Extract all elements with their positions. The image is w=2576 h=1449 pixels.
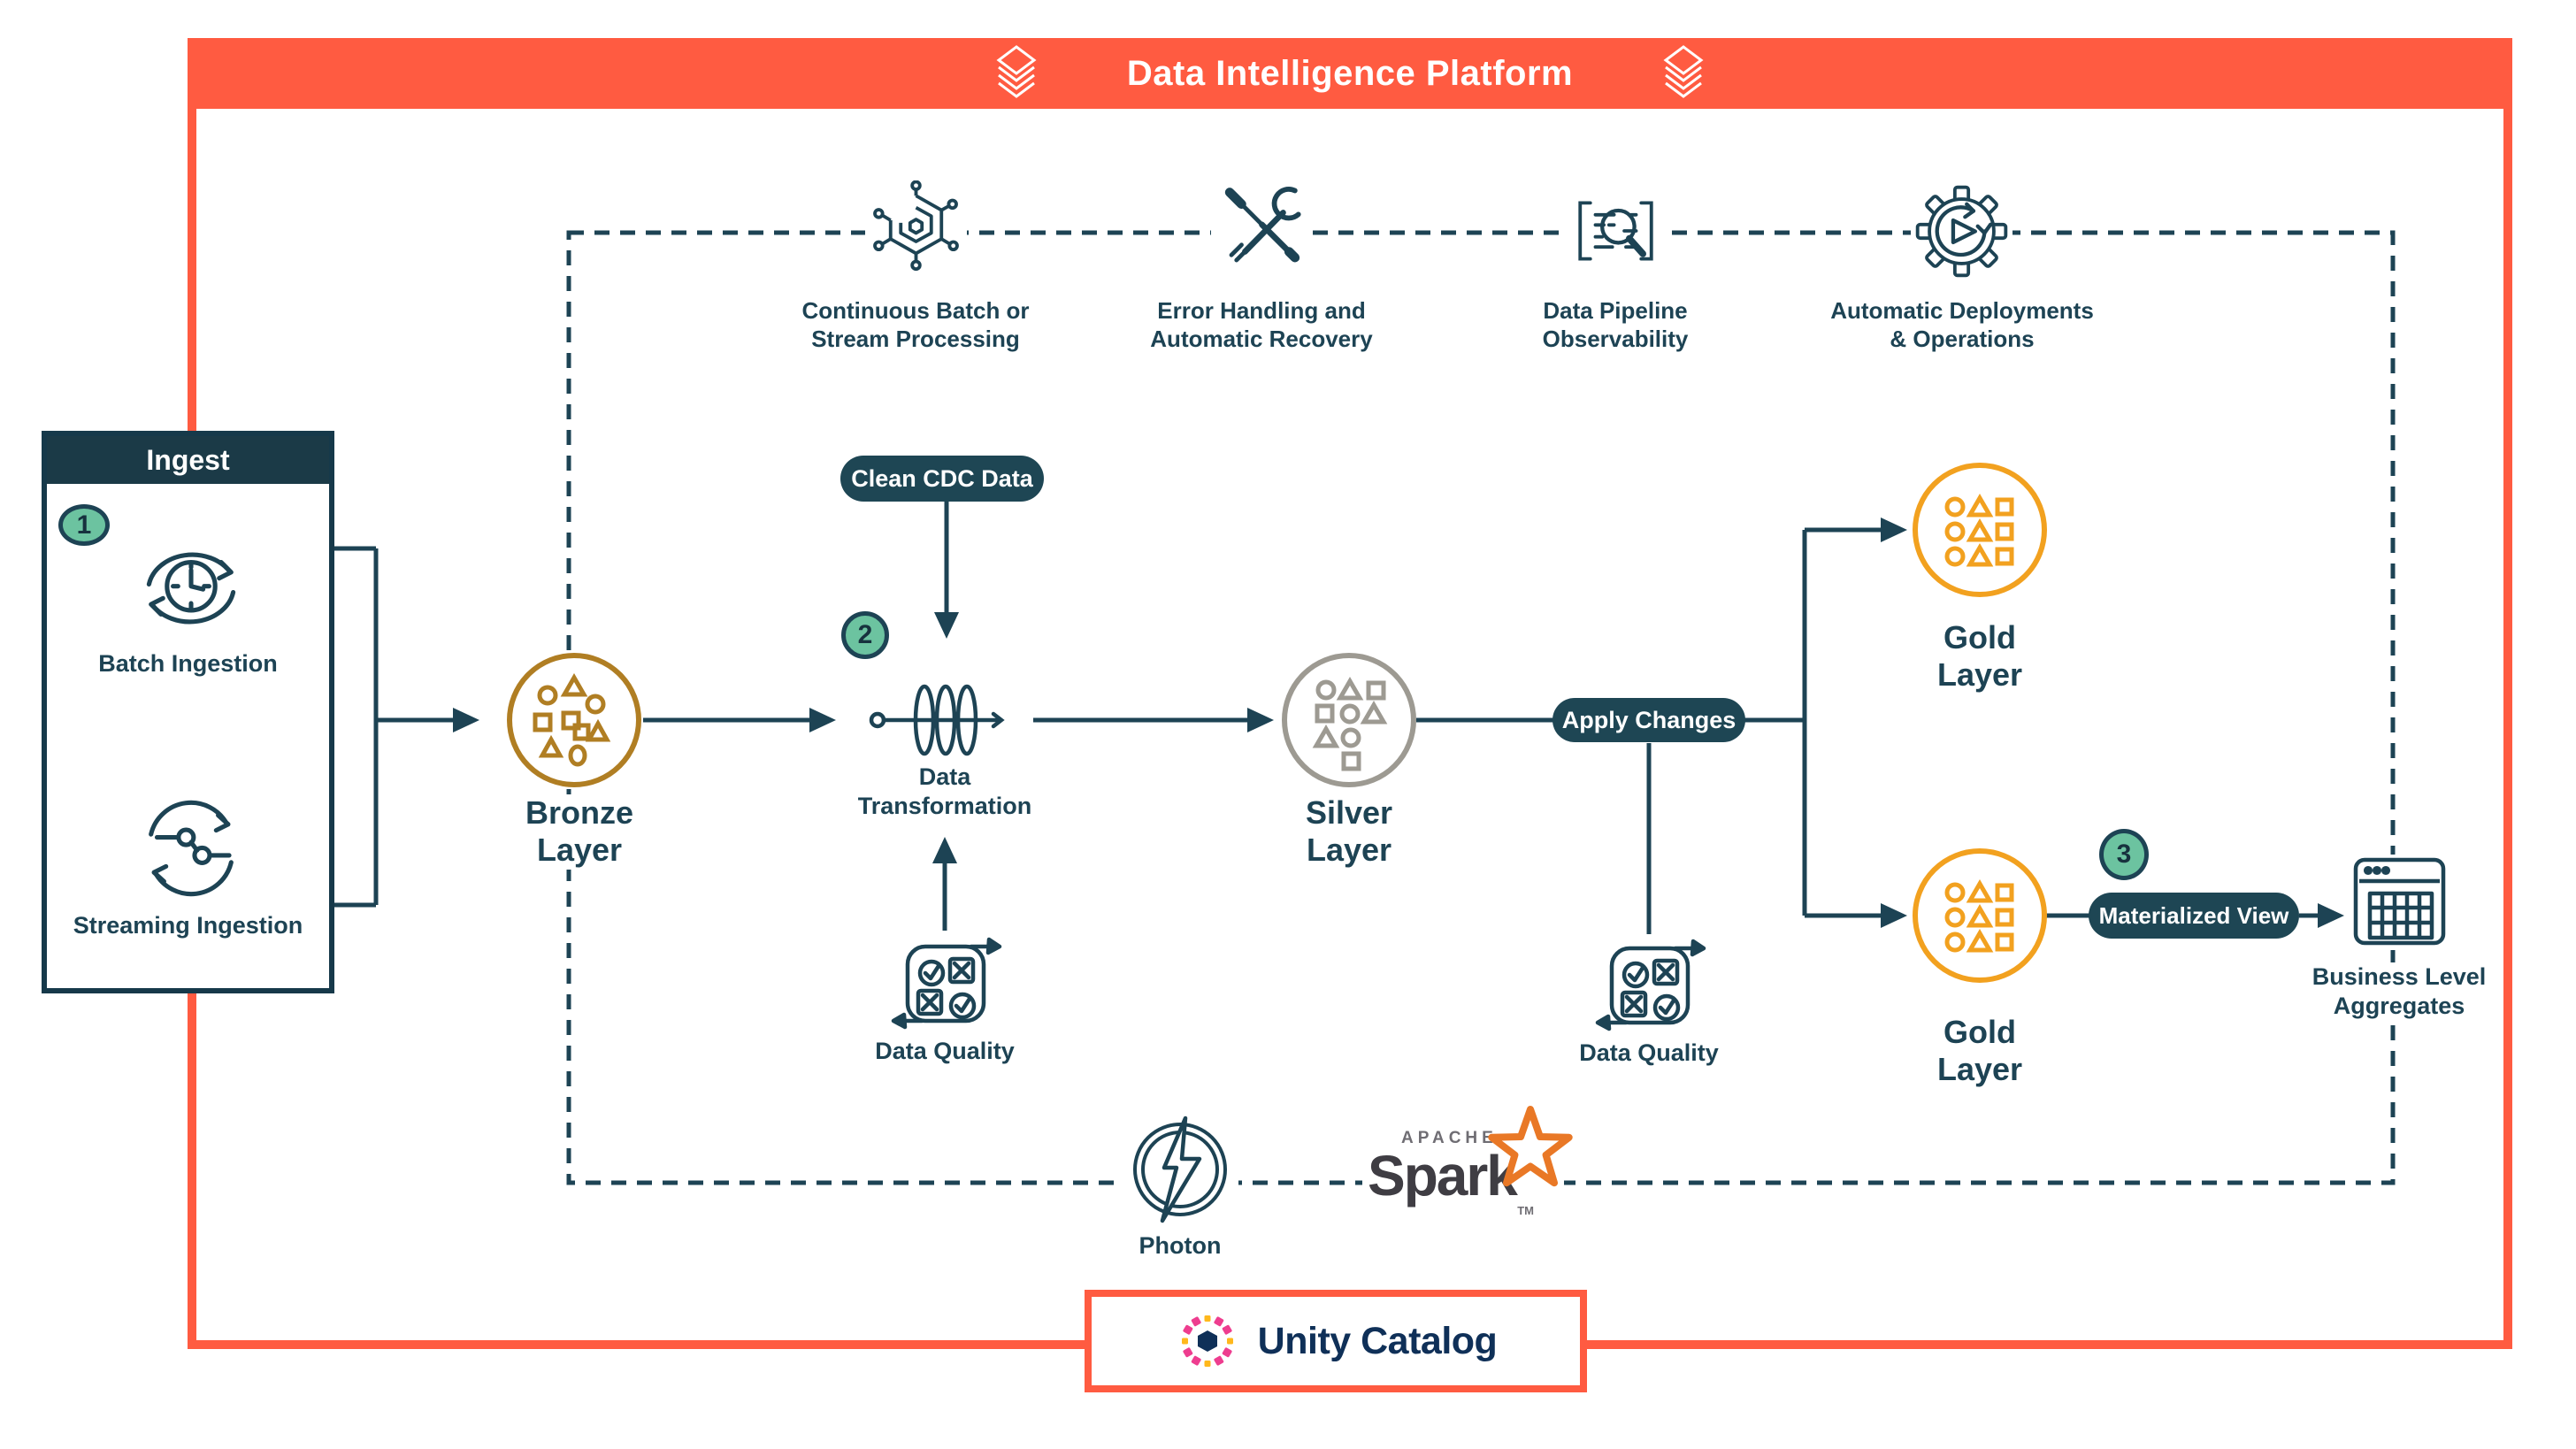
streaming-ingestion-icon: [149, 800, 234, 897]
continuous-processing-icon: [865, 180, 967, 282]
data-quality-left-label: Data Quality: [875, 1038, 1015, 1064]
bronze-shapes-icon: [533, 673, 611, 767]
pipeline-boundary-dashed: [566, 230, 2396, 1185]
data-quality-icon: [1595, 939, 1706, 1031]
spark-label: Spark: [1368, 1144, 1518, 1208]
gold-layer-top-circle: [1913, 463, 2047, 597]
spark-tm-label: TM: [1517, 1204, 1534, 1217]
pipeline-observability-icon: [1565, 182, 1667, 280]
gold-shapes-icon: [1944, 494, 2014, 567]
unity-catalog-box: Unity Catalog: [1085, 1290, 1587, 1392]
unity-catalog-icon: [1181, 1315, 1233, 1367]
gold-layer-bottom-circle: [1913, 848, 2047, 983]
unity-catalog-label: Unity Catalog: [1257, 1319, 1498, 1362]
banner-title: Data Intelligence Platform: [1126, 53, 1574, 93]
data-transformation-icon: [869, 684, 1005, 756]
batch-ingestion-icon: [146, 552, 236, 625]
photon-label: Photon: [1138, 1232, 1222, 1259]
materialized-view-pill: Materialized View: [2089, 893, 2299, 939]
automatic-deployments-icon: [1911, 180, 2012, 282]
layers-icon: [996, 45, 1037, 98]
data-quality-right-label: Data Quality: [1579, 1039, 1719, 1066]
bronze-layer-circle: [507, 653, 641, 787]
capability-4-label: Automatic Deployments& Operations: [1830, 297, 2094, 352]
spark-star-icon: [1488, 1106, 1573, 1187]
error-handling-icon: [1211, 180, 1313, 282]
streaming-ingestion-label: Streaming Ingestion: [73, 912, 303, 939]
step-1-badge: 1: [58, 504, 110, 546]
silver-layer-circle: [1282, 653, 1416, 787]
arrow-heads: [453, 518, 2344, 928]
gold-shapes-icon: [1944, 879, 2014, 953]
step-3-badge: 3: [2099, 829, 2149, 880]
apply-changes-pill: Apply Changes: [1552, 698, 1745, 742]
silver-shapes-icon: [1312, 677, 1388, 771]
platform-banner: Data Intelligence Platform: [188, 38, 2512, 109]
ingest-bracket-line: [334, 546, 379, 908]
business-aggregates-icon: [2349, 855, 2450, 950]
batch-ingestion-label: Batch Ingestion: [98, 650, 278, 677]
clean-cdc-pill: Clean CDC Data: [840, 456, 1044, 502]
data-quality-icon: [891, 937, 1002, 1030]
step-2-badge: 2: [841, 611, 889, 659]
ingest-panel-title: Ingest: [47, 436, 329, 484]
ingest-panel: Ingest 1 Batch Ingestion: [42, 431, 334, 993]
apache-label: APACHE: [1401, 1129, 1498, 1147]
layers-icon: [1663, 45, 1704, 98]
apache-spark-logo: APACHE Spark TM: [1362, 1106, 1573, 1230]
photon-icon: [1122, 1111, 1238, 1228]
